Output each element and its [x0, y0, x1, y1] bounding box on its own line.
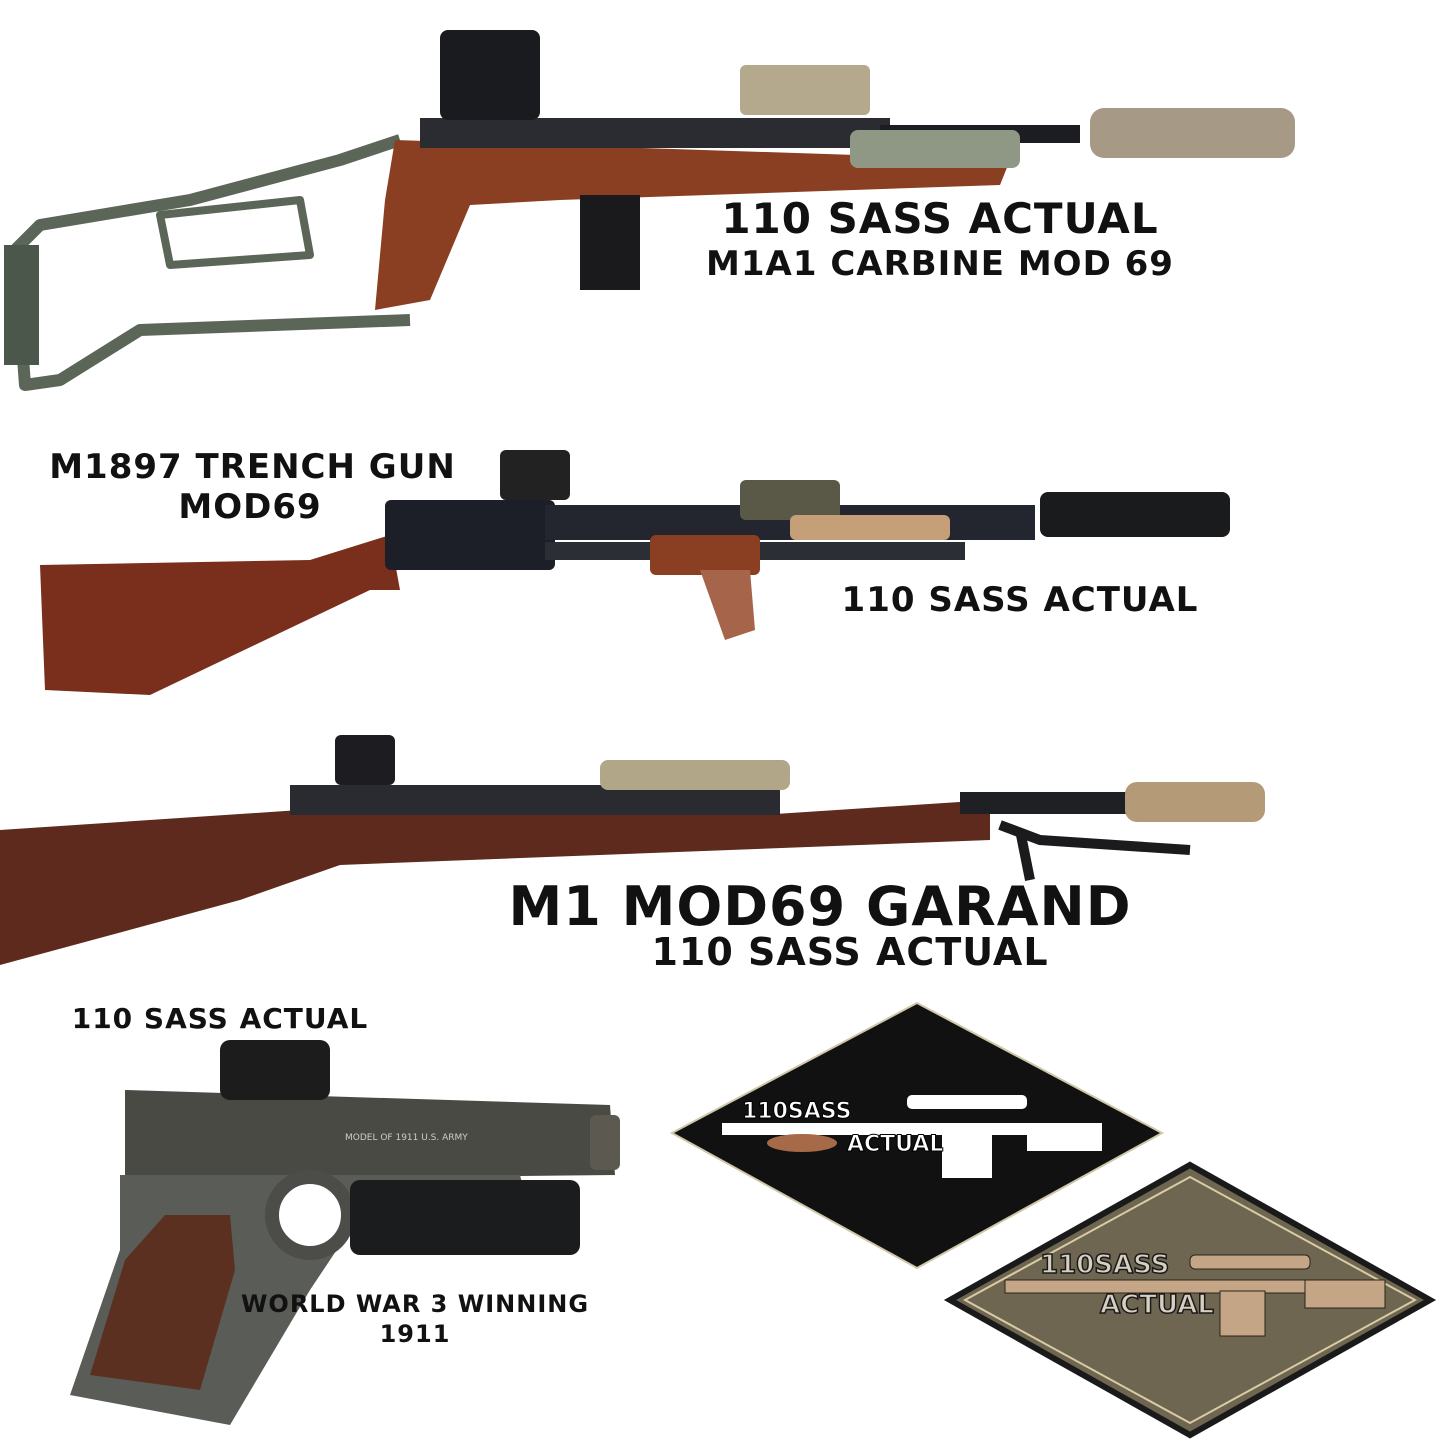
garand-red-dot [335, 735, 395, 785]
carbine-magazine [580, 195, 640, 290]
pistol-red-dot [220, 1040, 330, 1100]
trench-gun-suppressor [1040, 492, 1230, 537]
carbine-caption-line1: 110 SASS ACTUAL [721, 194, 1159, 243]
pistol-slide-marking: MODEL OF 1911 U.S. ARMY [345, 1133, 468, 1143]
trench-gun-weapon-light [790, 515, 950, 540]
m1a1-carbine-image [4, 30, 1295, 391]
carbine-suppressor [1090, 108, 1295, 158]
badge-tan-diamond [943, 1161, 1437, 1439]
trench-gun-caption: 110 SASS ACTUAL [841, 580, 1199, 620]
carbine-folding-stock [9, 134, 411, 391]
badge-tan-line2: ACTUAL [1100, 1290, 1214, 1320]
pistol-wood-grip [90, 1215, 235, 1390]
trench-gun-red-dot [500, 450, 570, 500]
badge-tan-line1: 110SASS [1040, 1250, 1169, 1280]
badge-black-line2: ACTUAL [847, 1132, 943, 1157]
badge-black-110sass: 110SASS ACTUAL [669, 1001, 1165, 1270]
garand-barrel [960, 792, 1140, 814]
carbine-laser-module [740, 65, 870, 115]
garand-suppressor [1125, 782, 1265, 822]
garand-weapon-light [600, 760, 790, 790]
trench-gun-title-line2: MOD69 [178, 487, 322, 527]
badge-black-rifle-icon [722, 1095, 1102, 1178]
trench-gun-laser-module [740, 480, 840, 520]
trench-gun-vertical-grip [700, 570, 755, 640]
pistol-caption-top: 110 SASS ACTUAL [71, 1002, 369, 1035]
garand-title: M1 MOD69 GARAND [508, 875, 1132, 938]
pistol-weapon-light [350, 1180, 580, 1255]
pistol-caption-line1: WORLD WAR 3 WINNING [240, 1290, 590, 1318]
pistol-caption-line2: 1911 [379, 1320, 451, 1348]
m1897-trench-gun-image [40, 450, 1230, 695]
trench-gun-title-line1: M1897 TRENCH GUN [49, 447, 456, 487]
carbine-stock-pad [4, 245, 39, 365]
garand-caption: 110 SASS ACTUAL [651, 930, 1049, 974]
garand-bipod [998, 820, 1191, 881]
trench-gun-pump [650, 535, 760, 575]
carbine-receiver [420, 118, 890, 148]
carbine-red-dot-sight [440, 30, 540, 120]
badge-black-diamond [669, 1001, 1165, 1270]
carbine-caption-line2: M1A1 CARBINE MOD 69 [706, 244, 1174, 284]
pistol-trigger-guard [265, 1170, 355, 1260]
carbine-weapon-light [850, 130, 1020, 168]
m1911-pistol-image: MODEL OF 1911 U.S. ARMY [70, 1040, 620, 1425]
badge-black-line1: 110SASS [742, 1099, 852, 1124]
trench-gun-receiver [385, 500, 555, 570]
m1-garand-image [0, 735, 1265, 965]
trench-gun-stock [40, 535, 400, 695]
pistol-slide [125, 1090, 615, 1180]
badge-tan-110sass: 110SASS ACTUAL [943, 1161, 1437, 1439]
pistol-barrel-tip [590, 1115, 620, 1170]
carbine-wood-stock [375, 140, 1010, 310]
garand-wood-stock [0, 800, 990, 965]
badge-tan-rifle-icon [1004, 1254, 1386, 1337]
